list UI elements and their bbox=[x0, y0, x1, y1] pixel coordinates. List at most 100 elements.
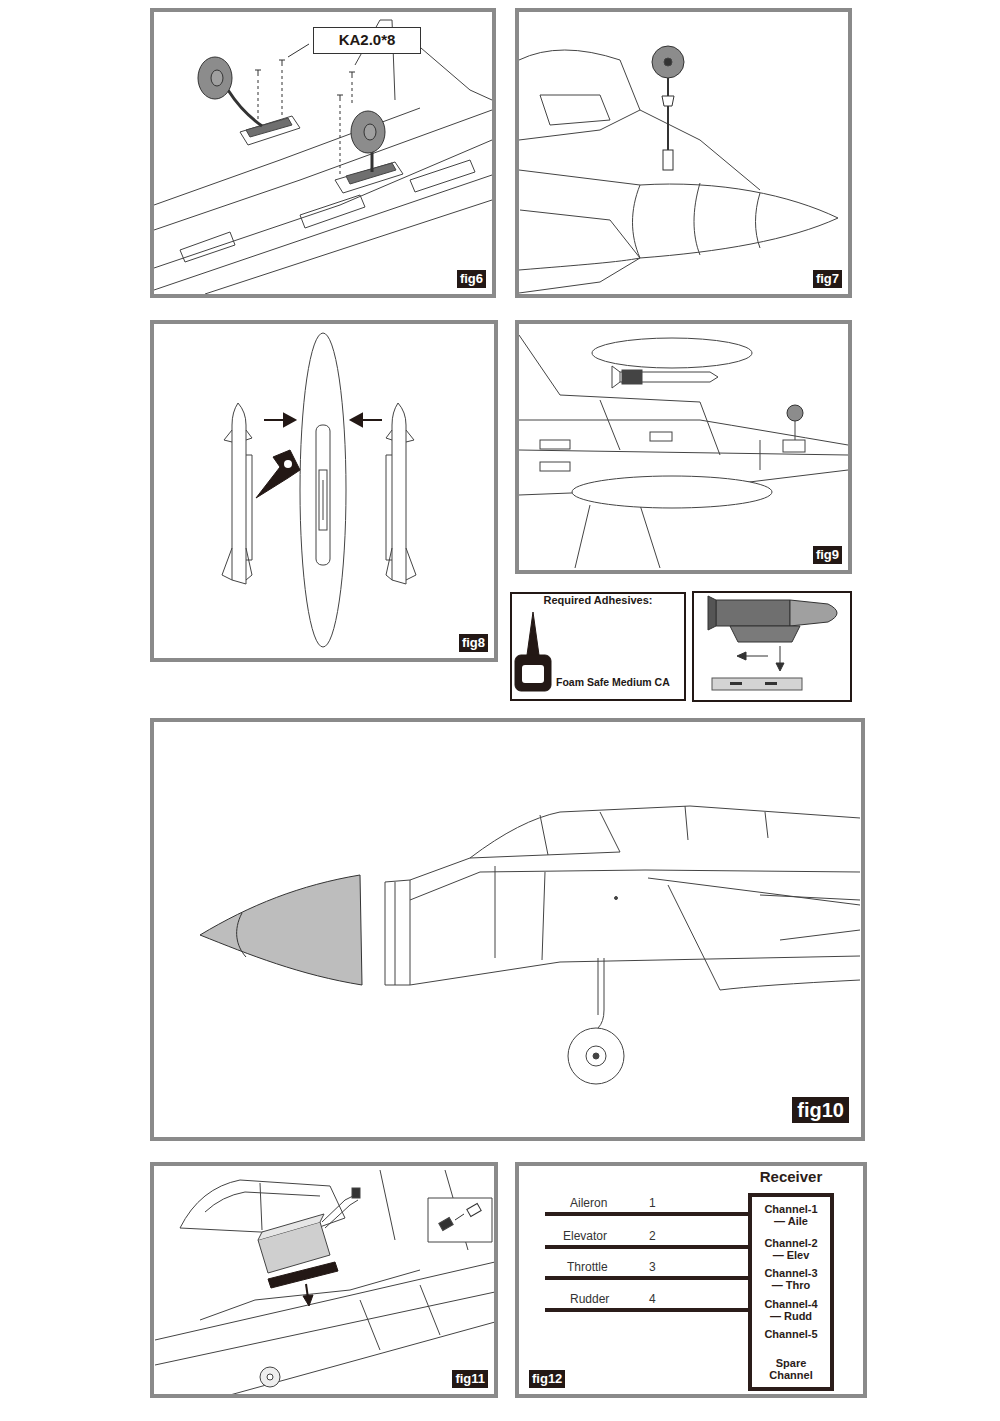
channel-label: Spare Channel bbox=[758, 1357, 824, 1381]
missile-rail-panel bbox=[712, 678, 802, 690]
missile bbox=[386, 455, 392, 560]
fuselage-top-view bbox=[410, 160, 475, 192]
channel-label: Channel-3 — Thro bbox=[758, 1267, 824, 1291]
fuselage-side-view bbox=[410, 956, 860, 985]
battery bbox=[303, 1295, 313, 1306]
screw bbox=[352, 82, 353, 105]
landing-gear bbox=[586, 1046, 606, 1066]
fuselage-side-view bbox=[760, 895, 860, 900]
channel-number: 2 bbox=[647, 1229, 658, 1243]
nose-view bbox=[640, 110, 760, 190]
tool-icon bbox=[256, 450, 300, 498]
fuselage-top-view bbox=[300, 195, 365, 228]
signal-name: Throttle bbox=[565, 1260, 610, 1274]
missile-rail-panel bbox=[780, 646, 781, 664]
nose-view bbox=[694, 183, 700, 255]
missile-rail-panel bbox=[730, 682, 742, 685]
fuselage-side-view bbox=[395, 882, 396, 985]
arrow bbox=[360, 419, 382, 421]
side-view bbox=[650, 432, 672, 441]
missile-rail-panel bbox=[744, 656, 768, 657]
landing-gear bbox=[593, 1053, 599, 1059]
connector-inset bbox=[428, 1198, 492, 1242]
mirror-wheel bbox=[783, 440, 805, 452]
fuselage-top-view bbox=[154, 110, 492, 230]
fuselage-top-view bbox=[155, 1170, 495, 1395]
drop-tank bbox=[316, 425, 330, 565]
adhesive-heading: Required Adhesives: bbox=[512, 593, 684, 607]
missile bbox=[232, 403, 246, 584]
signal-name: Aileron bbox=[568, 1196, 609, 1210]
nose-view bbox=[519, 258, 640, 293]
fuselage-top-view bbox=[230, 1322, 495, 1395]
missile bbox=[222, 403, 416, 584]
landing-gear bbox=[568, 1028, 624, 1084]
screw-callout: KA2.0*8 bbox=[313, 27, 421, 54]
adhesive-panel: Required Adhesives:Foam Safe Medium CA bbox=[510, 592, 686, 701]
screw bbox=[258, 80, 259, 122]
nose-view bbox=[756, 193, 761, 248]
nose-cone bbox=[237, 913, 246, 957]
glue-bottle bbox=[522, 665, 544, 683]
screw bbox=[340, 105, 341, 176]
battery bbox=[258, 1188, 360, 1306]
side-view bbox=[540, 440, 570, 449]
nose-view bbox=[519, 50, 838, 293]
canopy bbox=[260, 1183, 262, 1230]
arrow bbox=[264, 414, 382, 426]
missile-rail-panel bbox=[730, 626, 800, 642]
missile bbox=[246, 455, 252, 560]
mirror-wheel bbox=[228, 90, 262, 126]
mirror-wheel bbox=[198, 57, 232, 99]
figure-panel: fig8 bbox=[150, 320, 498, 662]
drop-tank bbox=[323, 480, 324, 520]
nose-view bbox=[519, 258, 640, 270]
landing-gear bbox=[598, 958, 599, 1015]
receiver-box: ReceiverChannel-1 — AileChannel-2 — Elev… bbox=[748, 1193, 834, 1391]
figure-tag: fig6 bbox=[457, 270, 486, 288]
drop-tank bbox=[572, 338, 772, 508]
tool-icon bbox=[256, 450, 300, 498]
landing-gear bbox=[598, 958, 604, 1028]
fuselage-top-view bbox=[154, 108, 420, 205]
screw bbox=[337, 95, 343, 101]
figure-tag: fig12 bbox=[529, 1370, 565, 1388]
battery bbox=[268, 1262, 338, 1288]
mirror-wheel bbox=[795, 421, 796, 440]
figure-panel: KA2.0*8 fig6 bbox=[150, 8, 496, 298]
side-view bbox=[540, 462, 570, 471]
nose-cone bbox=[200, 875, 362, 985]
figure-tag: fig9 bbox=[813, 546, 842, 564]
arrow bbox=[351, 414, 362, 426]
glue-bottle bbox=[527, 612, 539, 655]
connector-inset bbox=[428, 1198, 492, 1242]
signal-wire bbox=[545, 1276, 748, 1280]
mirror-wheel bbox=[371, 152, 374, 172]
signal-name: Rudder bbox=[568, 1292, 611, 1306]
figure-panel: fig11 bbox=[150, 1162, 498, 1398]
fuselage-side-view bbox=[685, 806, 768, 840]
missile bbox=[224, 430, 252, 442]
fuselage-side-view bbox=[410, 870, 860, 900]
fuselage-side-view bbox=[668, 885, 860, 990]
screw bbox=[255, 44, 355, 176]
figure-tag: fig8 bbox=[459, 634, 488, 652]
missile-rail-panel bbox=[693, 592, 851, 701]
nose-wheel bbox=[267, 1374, 273, 1380]
signal-wire bbox=[545, 1245, 748, 1249]
channel-label: Channel-4 — Rudd bbox=[758, 1298, 824, 1322]
channel-label: Channel-1 — Aile bbox=[758, 1203, 824, 1227]
drop-tank bbox=[592, 338, 752, 368]
fuselage-side-view bbox=[648, 878, 860, 905]
mirror-wheel bbox=[787, 405, 803, 421]
fuselage-top-view bbox=[380, 1170, 395, 1240]
fuselage-side-view bbox=[470, 852, 620, 858]
fuselage-top-view bbox=[205, 200, 492, 294]
fuselage-side-view bbox=[540, 812, 620, 855]
missile-rail-panel bbox=[776, 663, 784, 671]
mirror-wheel bbox=[652, 46, 684, 78]
nose-view bbox=[520, 210, 640, 258]
missile bbox=[386, 548, 416, 580]
connector-inset bbox=[455, 1214, 464, 1220]
mirror-wheel bbox=[664, 58, 672, 66]
